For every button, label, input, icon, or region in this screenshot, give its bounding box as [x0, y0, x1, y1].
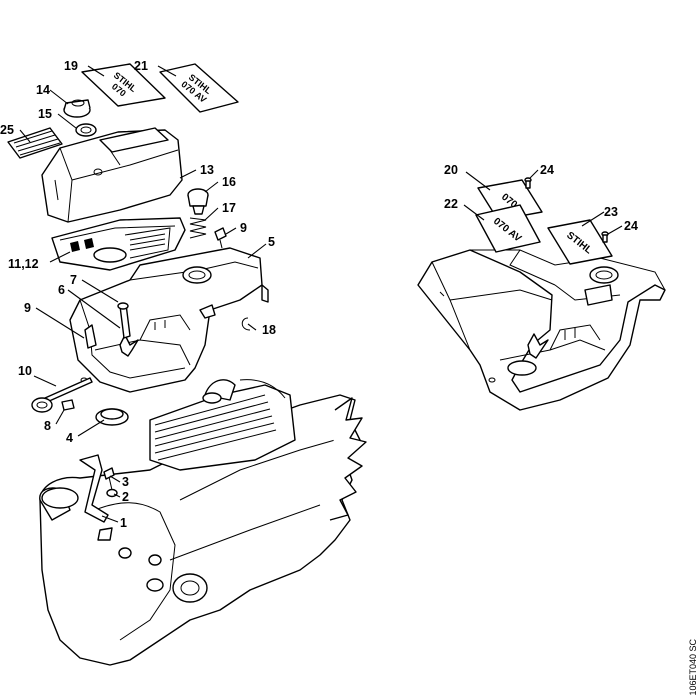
callout-24-lower: 24: [624, 219, 638, 233]
callout-21: 21: [134, 59, 148, 73]
decal-19: STIHL 070: [81, 63, 166, 107]
decal-21: STIHL 070 AV: [159, 63, 239, 113]
part-17-spring: [189, 217, 207, 239]
callout-19: 19: [64, 59, 78, 73]
part-18-clip: [241, 317, 251, 331]
part-10-rod: [31, 377, 93, 413]
callout-1: 1: [120, 516, 127, 530]
crankcase: [39, 394, 367, 666]
part-13-cover: [41, 127, 183, 223]
part-4-grommet: [95, 408, 129, 426]
callout-2: 2: [122, 490, 129, 504]
callout-22: 22: [444, 197, 458, 211]
part-3-screw: [103, 467, 115, 491]
callout-16: 16: [222, 175, 236, 189]
part-24-rivet-upper: [524, 177, 532, 189]
callout-18: 18: [262, 323, 276, 337]
callout-15: 15: [38, 107, 52, 121]
callout-8: 8: [44, 419, 51, 433]
cylinder: [149, 379, 296, 471]
part-8-clip: [61, 399, 75, 411]
part-2-washer: [106, 488, 118, 498]
part-7-rod: [117, 302, 131, 339]
part-11-12-air-filter: [51, 217, 186, 271]
callout-9-upper: 9: [240, 221, 247, 235]
part-25-grille: [7, 127, 63, 159]
callout-4: 4: [66, 431, 73, 445]
callouts: 19 21 14 15 25 13 16 17 9 5 11,12 7 6 9 …: [0, 59, 638, 530]
part-14-cap: [63, 99, 91, 118]
callout-11-12: 11,12: [8, 257, 39, 271]
callout-10: 10: [18, 364, 32, 378]
callout-14: 14: [36, 83, 50, 97]
callout-3: 3: [122, 475, 129, 489]
part-16-knob: [187, 188, 209, 215]
part-15-ring: [75, 123, 97, 137]
callout-23: 23: [604, 205, 618, 219]
decal-20: 070: [477, 179, 543, 221]
callout-13: 13: [200, 163, 214, 177]
part-1-bracket: [79, 454, 113, 541]
drawing-code: 106ET040 SC: [688, 639, 698, 696]
decal-22: 070 AV: [475, 204, 541, 253]
part-9-clip-left: [84, 324, 97, 349]
decal-23: STIHL: [547, 219, 613, 265]
callout-25: 25: [0, 123, 14, 137]
callout-7: 7: [70, 273, 77, 287]
callout-24-upper: 24: [540, 163, 554, 177]
callout-6: 6: [58, 283, 65, 297]
part-9-screw-right: [214, 227, 227, 249]
part-5-shroud: [69, 247, 269, 393]
callout-17: 17: [222, 201, 236, 215]
callout-9-lower: 9: [24, 301, 31, 315]
leader-lines: [19, 65, 623, 523]
callout-20: 20: [444, 163, 458, 177]
part-24-rivet-lower: [601, 231, 609, 243]
shroud-assembly-right: [417, 249, 666, 411]
callout-5: 5: [268, 235, 275, 249]
